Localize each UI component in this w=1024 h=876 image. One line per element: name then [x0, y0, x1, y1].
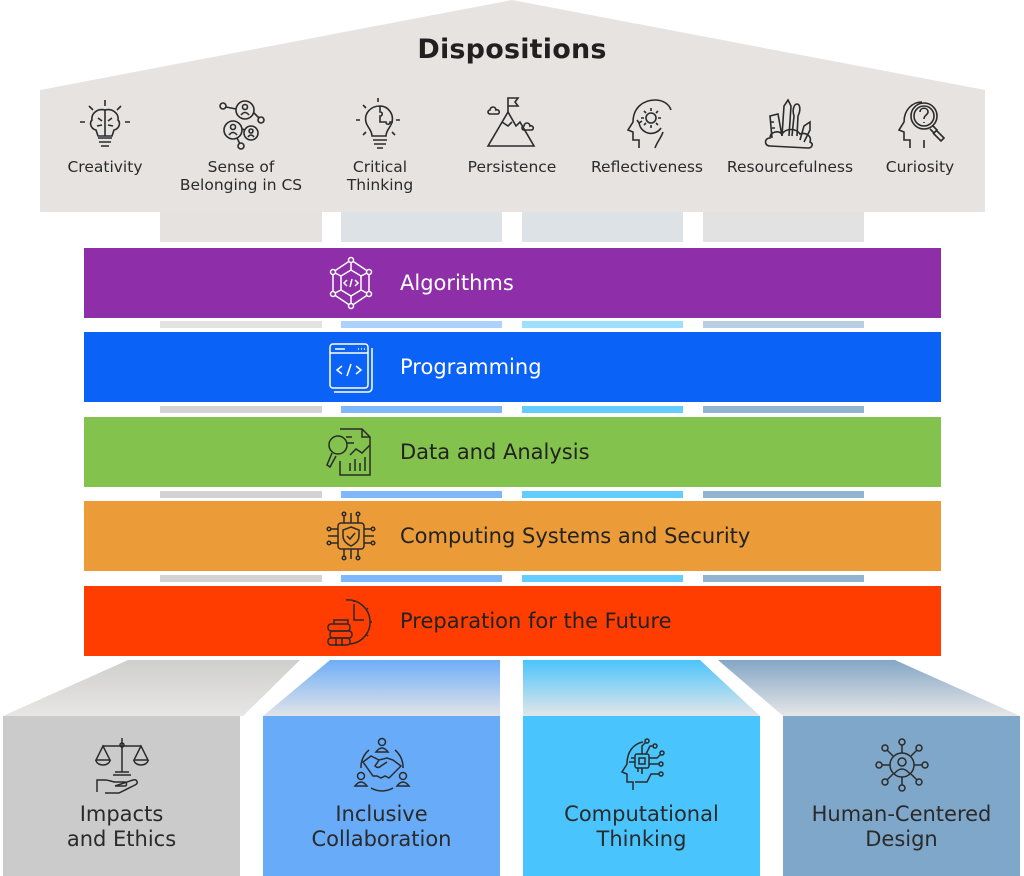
connector-strip: [341, 321, 502, 328]
connector-strip: [703, 406, 864, 413]
band-label: Computing Systems and Security: [400, 524, 751, 548]
disposition-persistence: Persistence: [437, 96, 587, 176]
person-network-icon: [874, 738, 929, 792]
label-line: Design: [865, 827, 938, 851]
band-programming: Programming: [84, 332, 941, 402]
label-line: Collaboration: [311, 827, 452, 851]
chip-shield-icon: [326, 511, 376, 561]
disposition-reflectiveness: Reflectiveness: [572, 96, 722, 176]
band-label: Preparation for the Future: [400, 609, 672, 633]
disposition-curiosity: Curiosity: [845, 96, 995, 176]
connector-strip: [703, 491, 864, 498]
connector-strip: [160, 406, 322, 413]
connector-strip: [160, 321, 322, 328]
label-line: Human-Centered: [811, 802, 992, 826]
connector: [522, 212, 683, 242]
label-line: Thinking: [596, 827, 687, 851]
connector: [703, 212, 864, 242]
people-network-icon: [219, 100, 265, 150]
algorithm-network-icon: [329, 256, 373, 310]
label-line: Belonging in CS: [179, 176, 303, 194]
head-gear-icon: [626, 99, 672, 149]
label-line: Sense of: [207, 158, 275, 176]
head-magnifier-icon: [897, 101, 946, 148]
art-supplies-icon: [764, 98, 813, 149]
band-algorithms: Algorithms: [84, 248, 941, 318]
pillar-top: [523, 660, 760, 716]
disposition-creativity: Creativity: [30, 96, 180, 176]
data-chart-magnifier-icon: [326, 428, 371, 476]
clock-books-icon: [327, 599, 372, 646]
connector-strip: [160, 575, 322, 582]
handshake-people-icon: [352, 737, 411, 792]
label-line: Impacts: [79, 802, 164, 826]
connector-strip: [160, 491, 322, 498]
connector-strip: [341, 406, 502, 413]
label-line: Thinking: [346, 176, 414, 194]
connector-strip: [341, 575, 502, 582]
band-connectors: [160, 321, 864, 582]
band-label: Programming: [400, 355, 542, 379]
band-data-and-analysis: Data and Analysis: [84, 417, 941, 487]
mountain-flag-icon: [486, 97, 536, 147]
connector-strip: [522, 575, 683, 582]
connector-strip: [522, 406, 683, 413]
connector-strip: [341, 491, 502, 498]
pillar-top: [263, 660, 500, 716]
label-line: Critical: [352, 158, 408, 176]
band-label: Algorithms: [400, 271, 514, 295]
label-line: and Ethics: [66, 827, 177, 851]
brain-lightbulb-icon: [80, 100, 130, 147]
connector-strip: [522, 491, 683, 498]
connector: [341, 212, 502, 242]
pillar-top: [3, 660, 300, 716]
connector-strip: [703, 575, 864, 582]
connector: [160, 212, 322, 242]
dispositions-title: Dispositions: [417, 34, 607, 65]
band-preparation-for-the-future: Preparation for the Future: [84, 586, 941, 656]
pillar-top: [718, 660, 1020, 716]
scales-hand-icon: [94, 738, 149, 794]
label-line: Computational: [564, 802, 719, 826]
connector-strip: [522, 321, 683, 328]
head-circuit-icon: [620, 738, 665, 790]
code-window-icon: [329, 343, 373, 393]
label-line: Inclusive: [335, 802, 428, 826]
disposition-resourcefulness: Resourcefulness: [715, 96, 865, 176]
band-computing-systems-and-security: Computing Systems and Security: [84, 501, 941, 571]
lightbulb-puzzle-icon: [356, 98, 400, 149]
connector-strip: [703, 321, 864, 328]
band-label: Data and Analysis: [400, 440, 590, 464]
